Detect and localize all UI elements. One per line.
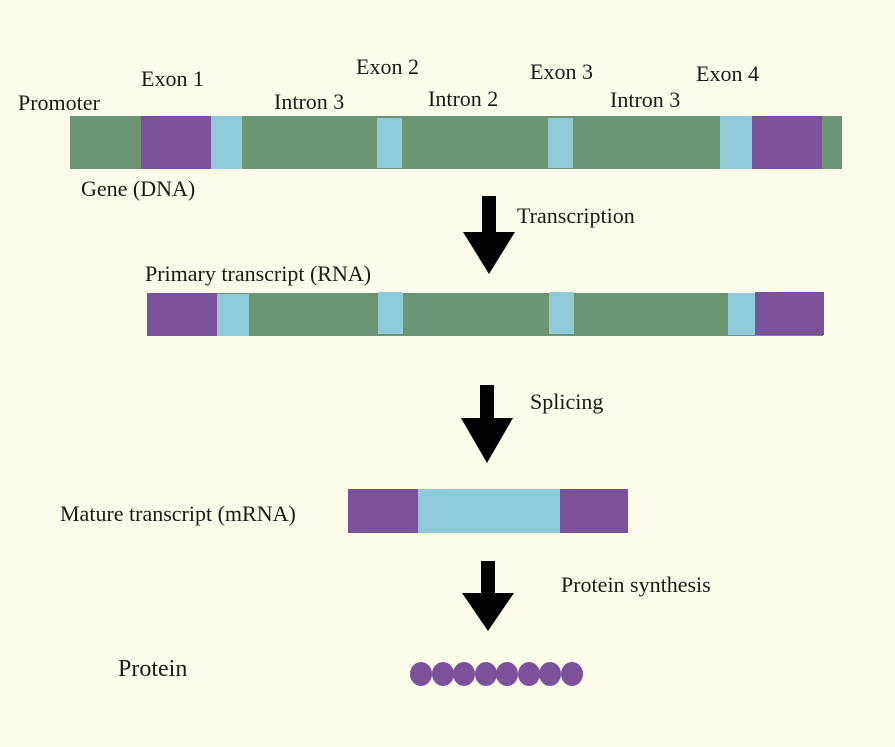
- transcription-label: Transcription: [517, 203, 635, 228]
- amino-acid-residue: [453, 662, 475, 686]
- splicing-label: Splicing: [530, 389, 604, 414]
- mrna-exon-segment: [560, 489, 628, 533]
- amino-acid-residue: [539, 662, 561, 686]
- amino-acid-residue: [496, 662, 518, 686]
- amino-acid-residue: [517, 662, 540, 686]
- intron-2-label: Intron 2: [428, 86, 499, 111]
- dna-splice-segment: [211, 116, 242, 169]
- rna-exon-segment: [147, 293, 217, 336]
- promoter-label: Promoter: [18, 90, 100, 115]
- exon-2-label: Exon 2: [356, 54, 419, 79]
- exon-3-label: Exon 3: [530, 59, 593, 84]
- protein-synthesis-arrow-icon: [462, 561, 514, 631]
- intron-3-label-right: Intron 3: [610, 87, 681, 112]
- rna-exon-segment: [755, 292, 824, 335]
- intron-3-label-left: Intron 3: [274, 89, 345, 114]
- amino-acid-residue: [431, 662, 454, 686]
- transcription-arrow-icon: [463, 196, 515, 274]
- rna-splice-segment: [378, 292, 403, 334]
- rna-splice-segment: [217, 294, 249, 336]
- rna-intron-segment: [147, 293, 823, 336]
- dna-exon-1-segment: [141, 116, 211, 169]
- rna-splice-segment: [549, 292, 574, 334]
- rna-splice-segment: [728, 293, 755, 335]
- dna-exon-3-segment: [548, 118, 573, 168]
- mature-transcript-label: Mature transcript (mRNA): [60, 501, 296, 526]
- dna-splice-segment: [720, 116, 752, 169]
- primary-transcript-label: Primary transcript (RNA): [145, 261, 372, 286]
- amino-acid-residue: [560, 662, 583, 686]
- protein-label: Protein: [118, 656, 188, 682]
- dna-exon-2-segment: [377, 118, 402, 168]
- exon-4-label: Exon 4: [696, 61, 759, 86]
- dna-exon-4-segment: [752, 116, 822, 169]
- amino-acid-residue: [474, 662, 497, 686]
- mrna-exon-segment: [348, 489, 418, 533]
- protein-synthesis-label: Protein synthesis: [561, 572, 711, 597]
- splicing-arrow-icon: [461, 385, 513, 463]
- gene-dna-label: Gene (DNA): [81, 176, 196, 201]
- mrna-splice-segment: [418, 489, 560, 533]
- exon-1-label: Exon 1: [141, 66, 204, 91]
- amino-acid-residue: [410, 662, 432, 686]
